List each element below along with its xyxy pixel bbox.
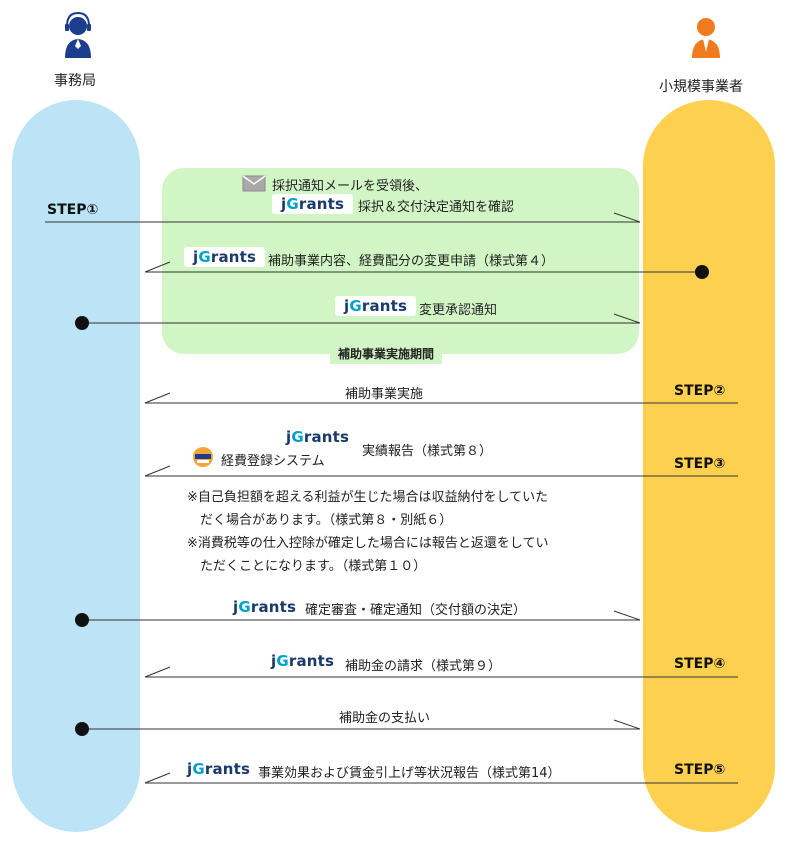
step-2-label: STEP② bbox=[674, 383, 726, 399]
step-1-label: STEP① bbox=[47, 202, 99, 218]
business-lane bbox=[643, 100, 775, 832]
message-payment-request: 補助金の請求（様式第９） bbox=[345, 659, 502, 674]
implementation-period-label: 補助事業実施期間 bbox=[330, 343, 443, 364]
step-4-label: STEP④ bbox=[674, 656, 726, 672]
message-effect-report: 事業効果および賃金引上げ等状況報告（様式第14） bbox=[258, 766, 561, 781]
jgrants-logo: jGrants bbox=[335, 296, 417, 316]
envelope-icon bbox=[242, 175, 266, 192]
step-3-label: STEP③ bbox=[674, 456, 726, 472]
person-headset-icon bbox=[65, 11, 91, 58]
jgrants-logo: jGrants bbox=[272, 194, 354, 214]
step-5-label: STEP⑤ bbox=[674, 762, 726, 778]
note-line: ただくことになります。（様式第１０） bbox=[187, 559, 427, 574]
message-project-implementation: 補助事業実施 bbox=[345, 387, 424, 402]
jgrants-logo: jGrants bbox=[187, 760, 251, 778]
jgrants-logo: jGrants bbox=[286, 428, 350, 446]
message-adoption-mail: 採択通知メールを受領後、 bbox=[272, 179, 429, 194]
note-line: だく場合があります。（様式第８・別紙６） bbox=[187, 513, 453, 528]
message-system-name: 経費登録システム bbox=[221, 454, 325, 469]
message-performance-report: 実績報告（様式第８） bbox=[362, 444, 493, 459]
jgrants-logo: jGrants bbox=[271, 652, 335, 670]
note-line: ※自己負担額を超える利益が生じた場合は収益納付をしていた bbox=[187, 490, 549, 505]
business-actor-label: 小規模事業者 bbox=[659, 79, 743, 95]
expense-system-icon bbox=[193, 447, 213, 467]
office-actor-label: 事務局 bbox=[54, 73, 96, 89]
message-payment: 補助金の支払い bbox=[339, 711, 431, 726]
note-line: ※消費税等の仕入控除が確定した場合には報告と返還をしてい bbox=[187, 536, 549, 551]
jgrants-logo: jGrants bbox=[233, 598, 297, 616]
jgrants-logo: jGrants bbox=[184, 247, 266, 267]
message-change-approval: 変更承認通知 bbox=[419, 303, 498, 318]
message-final-review: 確定審査・確定通知（交付額の決定） bbox=[305, 603, 527, 618]
person-icon bbox=[692, 18, 720, 58]
message-adoption-confirm: 採択＆交付決定通知を確認 bbox=[358, 200, 515, 215]
message-change-request: 補助事業内容、経費配分の変更申請（様式第４） bbox=[268, 254, 555, 269]
